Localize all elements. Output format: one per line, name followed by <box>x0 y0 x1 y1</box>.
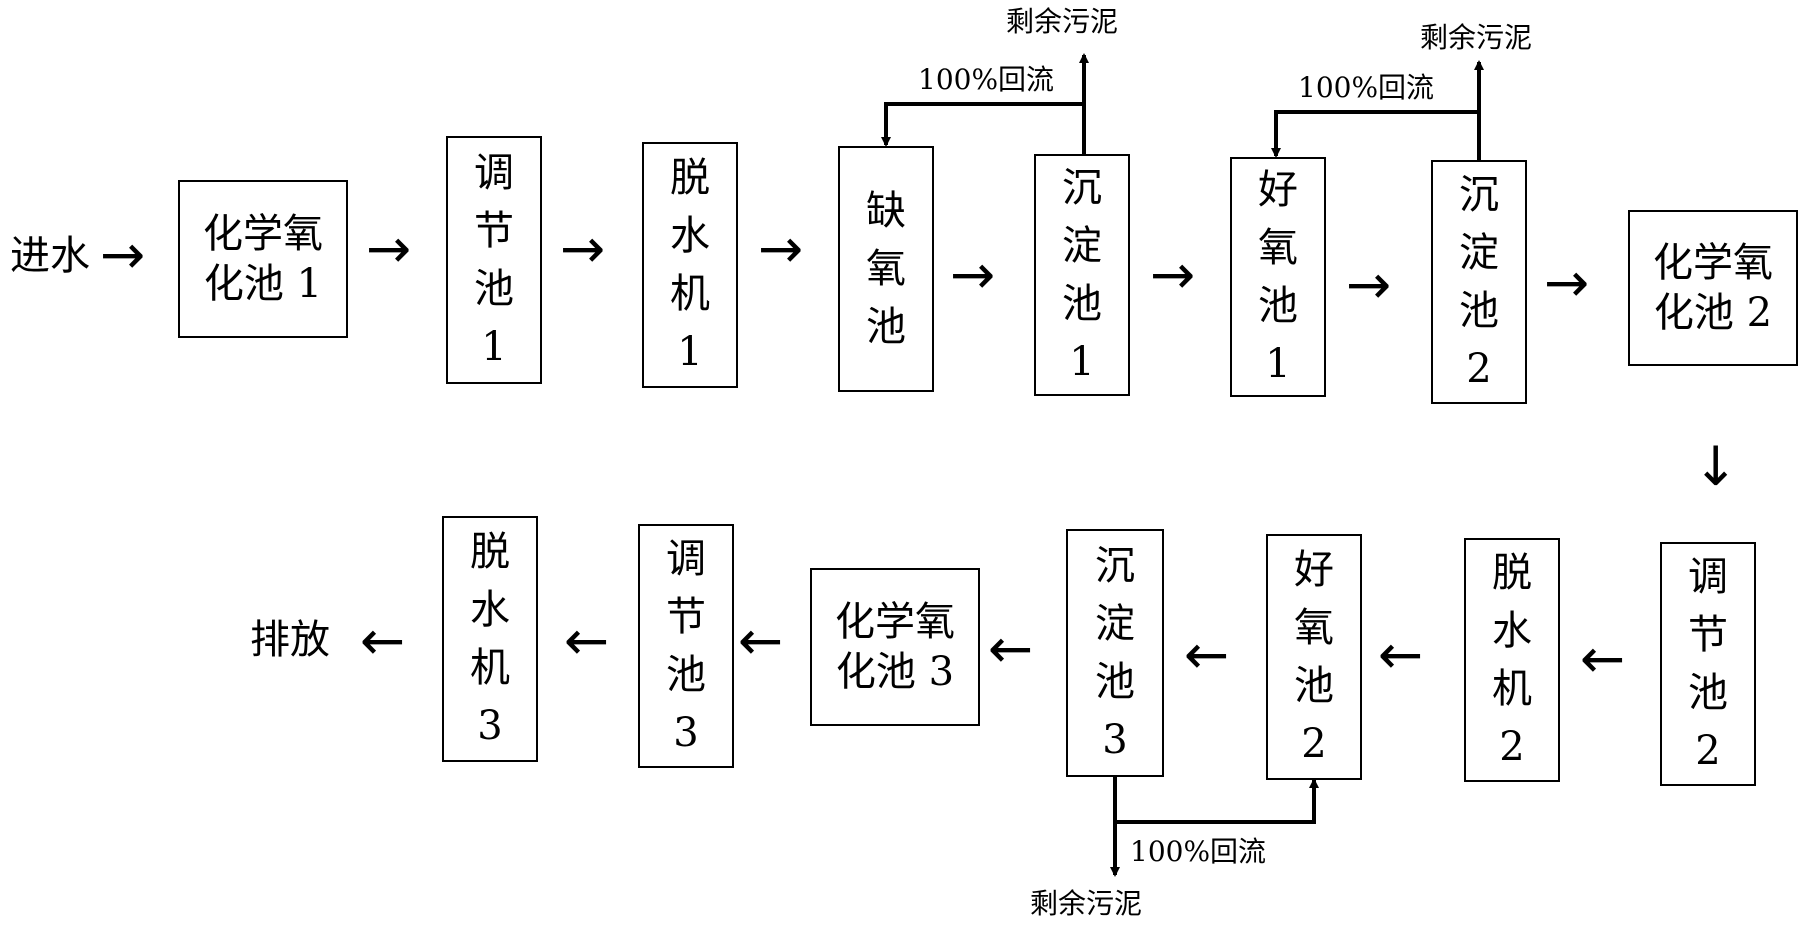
node-label: 淀 <box>1459 230 1499 276</box>
left-arrow-icon: ← <box>1378 623 1424 686</box>
node-label: 池 <box>1459 288 1499 334</box>
node-label: 池 <box>1688 670 1728 716</box>
node-label: 机 <box>1492 666 1532 712</box>
node-label: 池 <box>1095 659 1135 705</box>
node-label: 淀 <box>1095 601 1135 647</box>
dewatering-machine-3: 脱 水 机 3 <box>442 516 538 762</box>
node-label: 池 <box>666 652 706 698</box>
node-label: 2 <box>1499 724 1525 770</box>
node-label: 1 <box>677 329 703 375</box>
left-arrow-icon: ← <box>360 609 406 672</box>
node-label: 2 <box>1695 728 1721 774</box>
node-label: 3 <box>673 710 699 756</box>
node-label: 机 <box>470 645 510 691</box>
right-arrow-icon: → <box>950 243 996 306</box>
node-label: 池 <box>866 304 906 350</box>
node-label: 3 <box>1102 717 1128 763</box>
left-arrow-icon: ← <box>738 609 784 672</box>
node-label: 化学氧 <box>835 599 955 645</box>
node-label: 节 <box>474 208 514 254</box>
node-label: 调 <box>474 150 514 196</box>
left-arrow-icon: ← <box>988 617 1034 680</box>
node-label: 池 <box>1062 281 1102 327</box>
reflux-line-1 <box>881 102 1086 154</box>
node-label: 氧 <box>1258 225 1298 271</box>
node-label: 氧 <box>1294 605 1334 651</box>
sedimentation-tank-2: 沉 淀 池 2 <box>1431 160 1527 404</box>
down-arrow-icon: ↓ <box>1693 435 1739 498</box>
node-label: 化池 3 <box>835 649 955 695</box>
reflux-label-2: 100%回流 <box>1298 71 1435 104</box>
anoxic-tank: 缺 氧 池 <box>838 146 934 392</box>
node-label: 池 <box>474 266 514 312</box>
node-label: 1 <box>1069 339 1095 385</box>
node-label: 化池 2 <box>1653 290 1773 336</box>
reflux-label-1: 100%回流 <box>918 63 1055 96</box>
regulating-tank-1: 调 节 池 1 <box>446 136 542 384</box>
right-arrow-icon: → <box>1544 251 1590 314</box>
left-arrow-icon: ← <box>1580 627 1626 690</box>
right-arrow-icon: → <box>560 217 606 280</box>
reflux-line-3 <box>1113 777 1319 824</box>
regulating-tank-3: 调 节 池 3 <box>638 524 734 768</box>
node-label: 3 <box>477 703 503 749</box>
node-label: 化池 1 <box>203 261 323 307</box>
node-label: 2 <box>1301 721 1327 767</box>
node-label: 好 <box>1258 167 1298 213</box>
node-label: 化学氧 <box>1653 240 1773 286</box>
node-label: 沉 <box>1459 172 1499 218</box>
node-label: 脱 <box>1492 550 1532 596</box>
input-label: 进水 <box>10 233 90 279</box>
node-label: 池 <box>1294 663 1334 709</box>
node-label: 脱 <box>670 155 710 201</box>
node-label: 2 <box>1466 346 1492 392</box>
node-label: 好 <box>1294 547 1334 593</box>
dewatering-machine-1: 脱 水 机 1 <box>642 142 738 388</box>
aerobic-tank-1: 好 氧 池 1 <box>1230 157 1326 397</box>
node-label: 1 <box>1265 341 1291 387</box>
sludge-label-2: 剩余污泥 <box>1420 21 1533 54</box>
left-arrow-icon: ← <box>1184 623 1230 686</box>
node-label: 节 <box>1688 612 1728 658</box>
node-label: 节 <box>666 594 706 640</box>
right-arrow-icon: → <box>758 217 804 280</box>
right-arrow-icon: → <box>1346 253 1392 316</box>
sedimentation-tank-1: 沉 淀 池 1 <box>1034 154 1130 396</box>
sludge-label-3: 剩余污泥 <box>1030 887 1143 920</box>
node-label: 机 <box>670 271 710 317</box>
node-label: 水 <box>470 587 510 633</box>
node-label: 淀 <box>1062 223 1102 269</box>
reflux-line-2 <box>1271 110 1481 160</box>
node-label: 1 <box>481 324 507 370</box>
right-arrow-icon: → <box>100 223 146 286</box>
left-arrow-icon: ← <box>564 609 610 672</box>
aerobic-tank-2: 好 氧 池 2 <box>1266 534 1362 780</box>
chem-oxidation-tank-3: 化学氧 化池 3 <box>810 568 980 726</box>
node-label: 调 <box>1688 554 1728 600</box>
node-label: 缺 <box>866 188 906 234</box>
chem-oxidation-tank-1: 化学氧 化池 1 <box>178 180 348 338</box>
output-label: 排放 <box>250 617 330 663</box>
reflux-label-3: 100%回流 <box>1130 835 1267 868</box>
sedimentation-tank-3: 沉 淀 池 3 <box>1066 529 1164 777</box>
node-label: 氧 <box>866 246 906 292</box>
node-label: 水 <box>1492 608 1532 654</box>
node-label: 池 <box>1258 283 1298 329</box>
regulating-tank-2: 调 节 池 2 <box>1660 542 1756 786</box>
node-label: 化学氧 <box>203 211 323 257</box>
node-label: 水 <box>670 213 710 259</box>
dewatering-machine-2: 脱 水 机 2 <box>1464 538 1560 782</box>
right-arrow-icon: → <box>1150 243 1196 306</box>
node-label: 脱 <box>470 529 510 575</box>
chem-oxidation-tank-2: 化学氧 化池 2 <box>1628 210 1798 366</box>
sludge-label-1: 剩余污泥 <box>1006 5 1119 38</box>
node-label: 沉 <box>1062 165 1102 211</box>
right-arrow-icon: → <box>366 217 412 280</box>
node-label: 沉 <box>1095 543 1135 589</box>
node-label: 调 <box>666 536 706 582</box>
